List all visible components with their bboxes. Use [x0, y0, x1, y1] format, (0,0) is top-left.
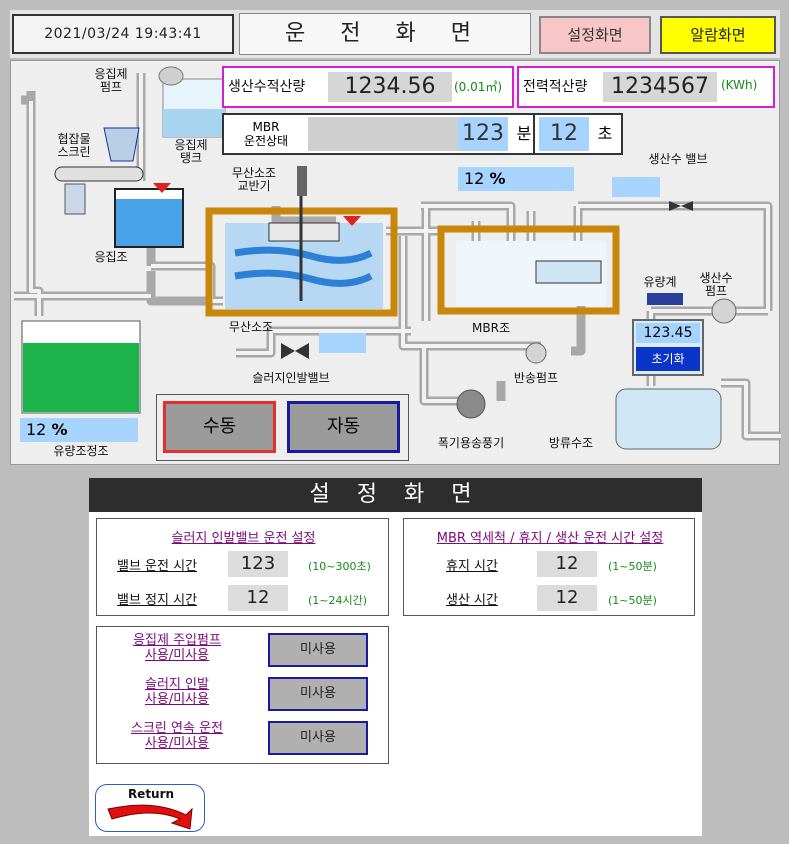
mbr-seconds-panel: 12 초 [533, 113, 623, 155]
coagulant-tank-label-1: 응집제 [174, 138, 208, 152]
screen-usage-line1: 스크린 연속 운전 [131, 721, 223, 736]
auto-button[interactable]: 자동 [287, 401, 400, 453]
valve-stop-time-label: 밸브 정지 시간 [117, 593, 198, 608]
power-total-label: 전력적산량 [523, 79, 588, 95]
screen-usage-label: 스크린 연속 운전 사용/미사용 [107, 721, 247, 751]
valve-stop-time-value[interactable]: 12 [228, 585, 288, 611]
usage-settings-group: 응집제 주입펌프 사용/미사용 미사용 슬러지 인발 사용/미사용 미사용 스크… [96, 626, 389, 764]
flowmeter-label: 유량계 [643, 275, 677, 289]
flowmeter-value: 123.45 [636, 323, 700, 343]
production-flow-value: 1234.56 [328, 72, 452, 102]
flowmeter-panel: 123.45 초기화 [632, 319, 704, 376]
mbr-time-settings-title: MBR 역세척 / 휴지 / 생산 운전 시간 설정 [436, 531, 664, 546]
return-button-label: Return [127, 787, 175, 801]
anoxic-tank-label: 무산소조 [228, 320, 274, 334]
process-schematic [14, 66, 781, 450]
mbr-tank-label: MBR조 [472, 321, 510, 335]
mbr-status-label-line2: 운전상태 [243, 134, 289, 148]
production-flow-label: 생산수적산량 [228, 79, 306, 95]
sludge-usage-line1: 슬러지 인발 [145, 677, 209, 692]
mbr-minutes-unit: 분 [516, 124, 532, 143]
coagulant-pump-usage-line1: 응집제 주입펌프 [133, 633, 221, 648]
product-valve-label: 생산수 밸브 [648, 152, 708, 166]
flow-tank-label: 유량조정조 [53, 444, 109, 458]
percent-left-display: 12 % [20, 418, 138, 442]
sludge-usage-button[interactable]: 미사용 [268, 677, 368, 711]
mbr-time-settings-group: MBR 역세척 / 휴지 / 생산 운전 시간 설정 휴지 시간 12 (1~5… [403, 518, 695, 616]
discharge-tank-label: 방류수조 [548, 436, 594, 450]
mixer-label-1: 무산소조 [231, 166, 277, 180]
coagulant-pump-usage-button[interactable]: 미사용 [268, 633, 368, 667]
mbr-status-label: MBR 운전상태 [226, 117, 306, 151]
product-pump-label-1: 생산수 [699, 271, 733, 285]
sludge-valve-label: 슬러지인발밸브 [252, 371, 330, 385]
production-flow-panel: 생산수적산량 1234.56 (0.01㎥) [222, 66, 514, 108]
valve-run-time-range: (10~300초) [308, 560, 371, 573]
power-total-unit: (KWh) [721, 78, 758, 92]
mbr-status-label-line1: MBR [252, 120, 280, 134]
power-total-panel: 전력적산량 1234567 (KWh) [517, 66, 775, 108]
mbr-status-panel: MBR 운전상태 123 분 [222, 113, 542, 155]
process-diagram: 생산수적산량 1234.56 (0.01㎥) 전력적산량 1234567 (KW… [10, 60, 781, 465]
screen-label-1: 협잡물 [57, 132, 91, 146]
datetime-display: 2021/03/24 19:43:41 [12, 14, 234, 54]
reset-button[interactable]: 초기화 [636, 347, 700, 371]
return-button[interactable]: Return [95, 784, 205, 832]
page-title: 운 전 화 면 [239, 13, 531, 55]
coagulant-pump-usage-label: 응집제 주입펌프 사용/미사용 [107, 633, 247, 663]
rest-time-range: (1~50분) [608, 560, 657, 573]
rest-time-value[interactable]: 12 [537, 551, 597, 577]
screen-usage-line2: 사용/미사용 [144, 736, 210, 751]
percent-left-value: 12 [26, 420, 47, 439]
coag-tank-label: 응집조 [94, 250, 128, 264]
production-time-value[interactable]: 12 [537, 585, 597, 611]
valve-run-time-value[interactable]: 123 [228, 551, 288, 577]
mixer-label-2: 교반기 [237, 179, 271, 193]
percent-center-display: 12 % [458, 167, 574, 191]
sludge-valve-settings-group: 슬러지 인발밸브 운전 설정 밸브 운전 시간 123 (10~300초) 밸브… [96, 518, 389, 616]
valve-stop-time-range: (1~24시간) [308, 594, 368, 607]
power-total-value: 1234567 [603, 72, 717, 102]
sludge-valve-settings-title: 슬러지 인발밸브 운전 설정 [171, 531, 316, 546]
coagulant-tank-label-2: 탱크 [179, 151, 203, 165]
valve-run-time-label: 밸브 운전 시간 [117, 559, 198, 574]
percent-center-value: 12 [464, 169, 485, 188]
sludge-usage-line2: 사용/미사용 [144, 692, 210, 707]
return-arrow-icon [107, 804, 193, 830]
settings-screen-button[interactable]: 설정화면 [539, 16, 651, 54]
return-pump-label: 반송펌프 [513, 371, 559, 385]
percent-center-unit: % [489, 169, 506, 188]
coagulant-pump-label-2: 펌프 [99, 80, 123, 94]
mbr-seconds-value: 12 [539, 117, 589, 151]
mbr-status-bar [308, 117, 458, 151]
production-time-range: (1~50분) [608, 594, 657, 607]
manual-button[interactable]: 수동 [163, 401, 276, 453]
sludge-valve-indicator [319, 333, 366, 353]
alarm-screen-button[interactable]: 알람화면 [660, 16, 776, 54]
blower-label: 폭기용송풍기 [437, 436, 505, 450]
screen-label-2: 스크린 [57, 145, 91, 159]
sludge-usage-label: 슬러지 인발 사용/미사용 [107, 677, 247, 707]
mbr-seconds-unit: 초 [597, 124, 613, 143]
mbr-minutes-value: 123 [458, 117, 508, 151]
coagulant-pump-usage-line2: 사용/미사용 [144, 648, 210, 663]
production-flow-unit: (0.01㎥) [454, 80, 503, 94]
percent-left-unit: % [51, 420, 68, 439]
screen-usage-button[interactable]: 미사용 [268, 721, 368, 755]
product-valve-indicator [612, 177, 660, 197]
coagulant-pump-label-1: 응집제 [94, 67, 128, 81]
rest-time-label: 휴지 시간 [446, 559, 498, 574]
product-pump-label-2: 펌프 [704, 284, 728, 298]
production-time-label: 생산 시간 [446, 593, 498, 608]
settings-title: 설 정 화 면 [89, 478, 702, 512]
